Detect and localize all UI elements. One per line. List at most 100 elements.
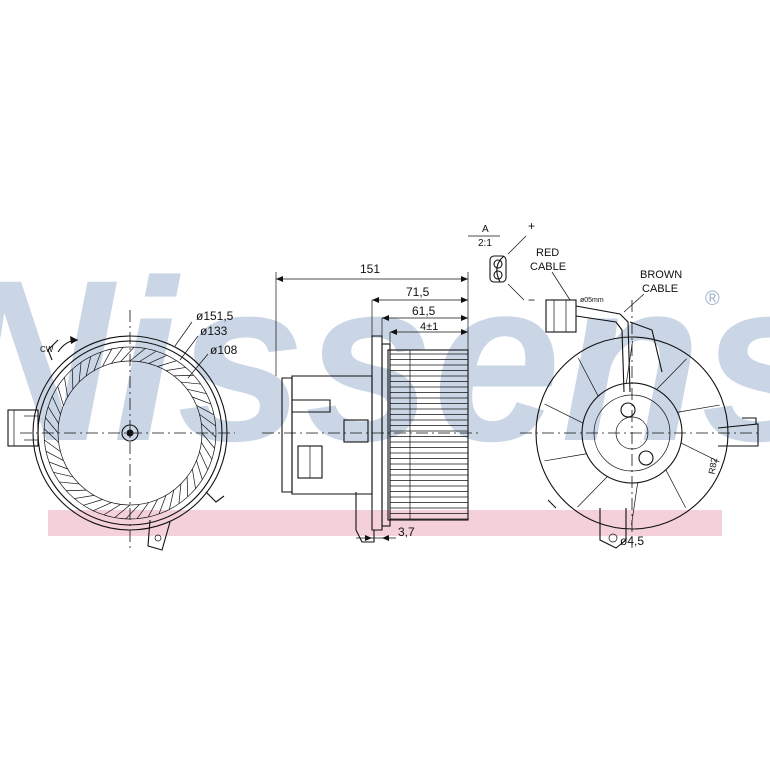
dim-label-61-5: 61,5 — [412, 304, 436, 318]
brown-cable-label-1: BROWN — [640, 269, 682, 281]
fan-blade — [136, 502, 149, 519]
fan-blade — [74, 495, 95, 499]
dim-arrowhead — [382, 535, 389, 541]
minus-label: − — [528, 293, 535, 307]
fan-blade — [157, 360, 177, 367]
red-cable-label-2: CABLE — [530, 261, 566, 273]
fan-blade — [45, 450, 64, 461]
fan-blade — [43, 428, 59, 443]
detail-plus-leader — [507, 235, 527, 255]
cable-connector — [545, 299, 577, 333]
hub-circle — [121, 424, 139, 442]
hole-dim-label: ø4,5 — [620, 534, 644, 548]
cable-dim-label: ø05mm — [580, 297, 604, 304]
cable-path-1 — [575, 305, 631, 393]
brown-cable-label-2: CABLE — [642, 283, 678, 295]
fan-blade — [139, 350, 157, 362]
rear-right-tab — [742, 417, 757, 424]
fan-blade — [114, 504, 131, 518]
fan-outer-circle — [43, 346, 217, 520]
rear-spokes — [544, 340, 720, 526]
fan-blade — [102, 348, 113, 367]
fan-blade — [187, 388, 207, 395]
fan-blade — [71, 369, 74, 390]
fan-blade — [201, 432, 215, 449]
fan-blade — [199, 451, 209, 470]
rear-spoke — [656, 358, 687, 390]
fan-wheel-outline — [387, 349, 469, 521]
rear-spoke — [665, 469, 686, 508]
detail-terminal-top — [493, 259, 503, 269]
front-view: CW ø151,5 ø133 ø108 — [7, 309, 238, 551]
radius-label: R82 — [707, 457, 720, 475]
fan-blade — [47, 406, 59, 424]
rear-left-tab — [547, 499, 557, 509]
dia-leader-3 — [187, 353, 209, 379]
motor-detail-1 — [292, 399, 331, 413]
fan-blade — [78, 362, 82, 383]
fan-blade — [201, 442, 213, 460]
detail-minus-leader — [507, 283, 525, 301]
red-cable-leader — [551, 271, 571, 301]
fan-blade — [158, 495, 167, 515]
fan-blade — [165, 367, 186, 371]
rear-hub — [615, 416, 649, 450]
rear-bottom-mount — [599, 508, 627, 549]
dim-arrowhead — [461, 276, 468, 282]
dim-arrowhead — [365, 535, 372, 541]
rear-view: ø4,5 R82 ø05mm RED CABLE BROWN CABLE A 2… — [468, 219, 760, 549]
cable-path-3 — [629, 321, 663, 373]
fan-blade — [192, 468, 196, 489]
cable-path-2 — [575, 315, 625, 393]
dim-arrowheads — [276, 276, 468, 541]
mount-tab-right — [205, 491, 225, 503]
rear-terminal-1 — [620, 402, 636, 418]
fan-blade — [51, 396, 61, 415]
fan-blade — [93, 351, 102, 371]
dim-arrowhead — [461, 315, 468, 321]
hub-center — [126, 429, 134, 437]
fan-blade — [66, 489, 87, 492]
detail-scale: 2:1 — [478, 238, 492, 249]
fan-blade — [125, 504, 140, 520]
rear-spoke — [578, 358, 599, 397]
dim-arrowhead — [461, 329, 468, 335]
fan-wheel-vanes — [390, 350, 468, 520]
rear-spoke — [577, 476, 608, 508]
left-connector — [7, 409, 39, 447]
fan-blade — [148, 354, 167, 364]
fan-blade — [129, 348, 146, 362]
detail-terminal-bottom — [493, 270, 503, 280]
watermark-band — [48, 510, 722, 536]
rear-motor-inner — [593, 394, 671, 472]
dim-label-3-7: 3,7 — [398, 525, 415, 539]
detail-terminal-block — [489, 255, 507, 283]
fan-blade — [93, 502, 112, 512]
fan-blade — [147, 499, 158, 518]
rear-spoke — [680, 442, 720, 463]
plus-label: + — [528, 219, 535, 233]
fan-blade — [83, 499, 103, 506]
red-cable-label-1: RED — [536, 247, 559, 259]
mount-tab-upper-left — [47, 339, 59, 361]
side-view: 151 71,5 61,5 4±1 3,7 — [262, 262, 478, 543]
rear-terminal-2 — [638, 450, 654, 466]
registered-mark: ® — [705, 288, 720, 310]
fan-blade — [178, 483, 182, 504]
rear-right-ext — [717, 423, 759, 447]
rear-housing-circle — [535, 336, 729, 530]
fan-blade — [196, 405, 215, 416]
housing-outer-circle — [32, 335, 228, 531]
dia-leader-2 — [179, 335, 199, 361]
fan-blade — [111, 347, 124, 364]
fan-blade — [44, 439, 61, 452]
rear-motor-circle — [581, 382, 683, 484]
fan-blade — [85, 356, 92, 376]
dim-label-4: 4±1 — [420, 321, 438, 333]
rear-spoke — [544, 453, 587, 462]
detail-label: A — [482, 224, 489, 235]
fan-blade — [59, 481, 80, 485]
fan-blade — [53, 471, 73, 478]
